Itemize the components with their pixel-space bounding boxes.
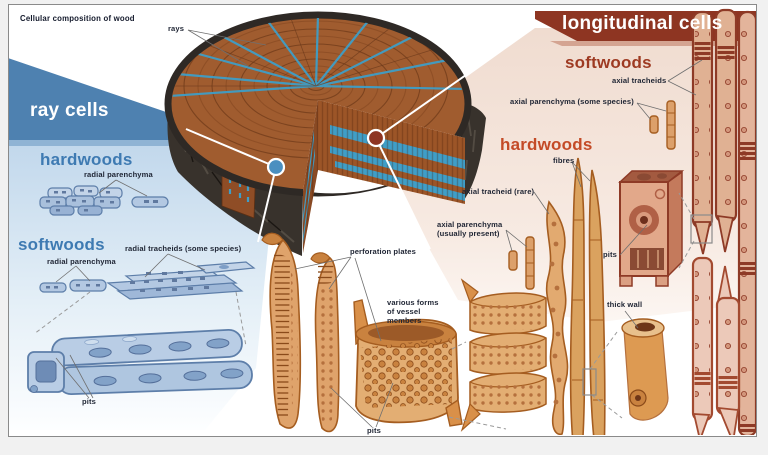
tracheid-cell [691, 256, 714, 435]
axial-tracheid-rare-cell [545, 200, 569, 435]
label-thick-wall: thick wall [607, 300, 643, 309]
diagram-title: Cellular composition of wood [20, 14, 135, 23]
ray-hardwoods-heading: hardwoods [40, 150, 133, 169]
label-radial-parenchyma-hardwoods: radial parenchyma [84, 170, 153, 179]
label-pits-vessel-box: pits [603, 250, 617, 259]
longitudinal-cells-marker [366, 128, 386, 148]
label-axial-tracheids: axial tracheids [612, 76, 667, 85]
ray-softwoods-heading: softwoods [18, 235, 105, 254]
single-ray-parenchyma-cell [131, 196, 169, 208]
vessel-member-box [618, 170, 685, 287]
label-rays: rays [168, 24, 185, 33]
tracheid-cell [715, 265, 741, 435]
label-axial-parenchyma-usually-present: axial parenchyma (usually present) [437, 220, 503, 238]
zoom-rects [582, 214, 713, 396]
vessel-member-stack [460, 278, 547, 432]
leaf-vessel-1 [261, 232, 302, 429]
label-radial-parenchyma-softwoods: radial parenchyma [47, 257, 116, 266]
long-softwoods-heading: softwoods [565, 53, 652, 72]
hardwood-tracheids-illustration [691, 256, 741, 435]
label-pits-ray-cells: pits [82, 397, 96, 406]
softwood-axial-parenchyma-cells [649, 100, 676, 150]
label-perforation-plates: perforation plates [350, 247, 416, 256]
label-axial-tracheid-rare: axial tracheid (rare) [462, 187, 535, 196]
label-pits-vessels: pits [367, 426, 381, 435]
hardwood-axial-parenchyma-cells [508, 236, 535, 290]
tracheid-cell [714, 8, 738, 253]
leaf-vessel-2 [310, 252, 340, 433]
softwood-axial-tracheids-illustration [691, 8, 756, 435]
tracheid-cell [737, 10, 756, 435]
label-radial-tracheids: radial tracheids (some species) [125, 244, 242, 253]
label-fibres: fibres [553, 156, 575, 165]
tracheid-cell [691, 10, 714, 255]
label-various-forms-vessel-members: various forms of vessel members [387, 298, 439, 325]
cut-face-right [318, 100, 465, 204]
softwood-ray-cells-illustration [39, 261, 256, 300]
dashed-zoom-lines [33, 192, 695, 430]
thick-wall-fibre [621, 318, 669, 421]
ray-cells-marker [266, 157, 286, 177]
hardwood-ray-cells-illustration [39, 185, 169, 216]
ray-cell-open-end [27, 351, 65, 393]
log-illustration [164, 11, 534, 256]
long-hardwoods-heading: hardwoods [500, 135, 593, 154]
marker-connector-lines [185, 27, 534, 250]
rays-on-top-face [172, 18, 464, 98]
leader-lines [55, 29, 703, 428]
longitudinal-banner-label: longitudinal cells [562, 13, 723, 34]
cut-face-left [303, 100, 318, 253]
label-axial-parenchyma-some-species: axial parenchyma (some species) [510, 97, 634, 106]
ray-cells-banner-label: ray cells [30, 100, 109, 121]
enlarged-ray-cells-illustration [27, 328, 253, 396]
